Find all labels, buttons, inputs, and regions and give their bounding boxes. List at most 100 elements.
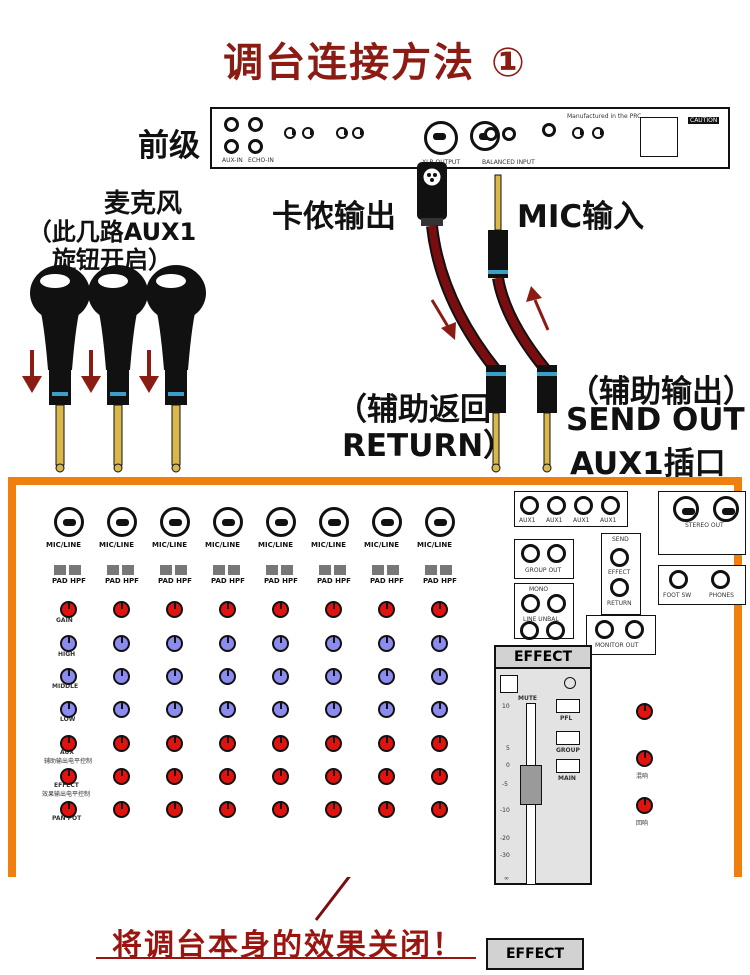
channel-2-effect-knob[interactable]	[113, 768, 130, 785]
channel-8-gain-knob[interactable]	[431, 601, 448, 618]
mute-button[interactable]	[500, 675, 518, 693]
pad-button-3[interactable]	[160, 565, 172, 575]
group-button[interactable]	[556, 731, 580, 745]
channel-1-effect-knob[interactable]	[60, 768, 77, 785]
balanced-input-jack-1[interactable]	[484, 127, 498, 141]
channel-7-middle-knob[interactable]	[378, 668, 395, 685]
line-unbal-jack-2[interactable]	[546, 621, 565, 640]
group-out-jack-2[interactable]	[547, 544, 566, 563]
aux1-jack-4[interactable]	[601, 496, 620, 515]
pfl-button[interactable]	[556, 699, 580, 713]
hpf-button-5[interactable]	[281, 565, 293, 575]
channel-2-input-jack[interactable]	[107, 507, 137, 537]
channel-4-pan-knob[interactable]	[219, 801, 236, 818]
pad-button-1[interactable]	[54, 565, 66, 575]
channel-1-middle-knob[interactable]	[60, 668, 77, 685]
master-knob-1[interactable]	[636, 703, 653, 720]
pad-button-5[interactable]	[266, 565, 278, 575]
aux1-jack-1[interactable]	[520, 496, 539, 515]
preamp-knob-6[interactable]	[592, 127, 604, 139]
phones-jack[interactable]	[711, 570, 730, 589]
channel-3-high-knob[interactable]	[166, 635, 183, 652]
channel-4-effect-knob[interactable]	[219, 768, 236, 785]
group-out-jack-1[interactable]	[521, 544, 540, 563]
channel-8-effect-knob[interactable]	[431, 768, 448, 785]
mono-jack-1[interactable]	[521, 594, 540, 613]
hpf-button-6[interactable]	[334, 565, 346, 575]
channel-6-aux-knob[interactable]	[325, 735, 342, 752]
channel-6-effect-knob[interactable]	[325, 768, 342, 785]
pad-button-4[interactable]	[213, 565, 225, 575]
channel-3-aux-knob[interactable]	[166, 735, 183, 752]
channel-4-low-knob[interactable]	[219, 701, 236, 718]
channel-4-gain-knob[interactable]	[219, 601, 236, 618]
channel-1-input-jack[interactable]	[54, 507, 84, 537]
preamp-knob-3[interactable]	[336, 127, 348, 139]
channel-8-high-knob[interactable]	[431, 635, 448, 652]
channel-4-high-knob[interactable]	[219, 635, 236, 652]
channel-6-pan-knob[interactable]	[325, 801, 342, 818]
preamp-knob-2[interactable]	[302, 127, 314, 139]
aux-in-jack-2[interactable]	[224, 139, 239, 154]
channel-4-aux-knob[interactable]	[219, 735, 236, 752]
channel-8-low-knob[interactable]	[431, 701, 448, 718]
channel-7-gain-knob[interactable]	[378, 601, 395, 618]
channel-6-gain-knob[interactable]	[325, 601, 342, 618]
channel-2-pan-knob[interactable]	[113, 801, 130, 818]
channel-2-middle-knob[interactable]	[113, 668, 130, 685]
channel-3-effect-knob[interactable]	[166, 768, 183, 785]
channel-8-input-jack[interactable]	[425, 507, 455, 537]
channel-2-aux-knob[interactable]	[113, 735, 130, 752]
preamp-xlr-output-jack[interactable]	[424, 121, 458, 155]
hpf-button-7[interactable]	[387, 565, 399, 575]
master-knob-2[interactable]	[636, 750, 653, 767]
channel-5-gain-knob[interactable]	[272, 601, 289, 618]
hpf-button-4[interactable]	[228, 565, 240, 575]
preamp-knob-1[interactable]	[284, 127, 296, 139]
channel-3-pan-knob[interactable]	[166, 801, 183, 818]
monitor-out-jack-1[interactable]	[595, 620, 614, 639]
main-button[interactable]	[556, 759, 580, 773]
channel-8-aux-knob[interactable]	[431, 735, 448, 752]
pad-button-8[interactable]	[425, 565, 437, 575]
monitor-out-jack-2[interactable]	[625, 620, 644, 639]
channel-6-input-jack[interactable]	[319, 507, 349, 537]
pad-button-6[interactable]	[319, 565, 331, 575]
return-jack[interactable]	[610, 578, 629, 597]
master-knob-3[interactable]	[636, 797, 653, 814]
channel-6-high-knob[interactable]	[325, 635, 342, 652]
preamp-knob-4[interactable]	[352, 127, 364, 139]
preamp-knob-5[interactable]	[572, 127, 584, 139]
preamp-jack-5[interactable]	[542, 123, 556, 137]
channel-3-middle-knob[interactable]	[166, 668, 183, 685]
channel-7-effect-knob[interactable]	[378, 768, 395, 785]
channel-7-input-jack[interactable]	[372, 507, 402, 537]
channel-5-pan-knob[interactable]	[272, 801, 289, 818]
channel-2-high-knob[interactable]	[113, 635, 130, 652]
channel-7-pan-knob[interactable]	[378, 801, 395, 818]
channel-3-gain-knob[interactable]	[166, 601, 183, 618]
aux1-jack-3[interactable]	[574, 496, 593, 515]
channel-8-middle-knob[interactable]	[431, 668, 448, 685]
channel-3-input-jack[interactable]	[160, 507, 190, 537]
channel-1-low-knob[interactable]	[60, 701, 77, 718]
hpf-button-1[interactable]	[69, 565, 81, 575]
channel-5-aux-knob[interactable]	[272, 735, 289, 752]
channel-1-aux-knob[interactable]	[60, 735, 77, 752]
pad-button-2[interactable]	[107, 565, 119, 575]
channel-6-middle-knob[interactable]	[325, 668, 342, 685]
mono-jack-2[interactable]	[547, 594, 566, 613]
channel-5-input-jack[interactable]	[266, 507, 296, 537]
channel-7-aux-knob[interactable]	[378, 735, 395, 752]
aux1-jack-2[interactable]	[547, 496, 566, 515]
effect-fader-handle[interactable]	[520, 765, 542, 805]
pad-button-7[interactable]	[372, 565, 384, 575]
foot-sw-jack[interactable]	[669, 570, 688, 589]
channel-7-low-knob[interactable]	[378, 701, 395, 718]
hpf-button-3[interactable]	[175, 565, 187, 575]
channel-1-pan-knob[interactable]	[60, 801, 77, 818]
balanced-input-jack-2[interactable]	[502, 127, 516, 141]
aux-in-jack-1[interactable]	[224, 117, 239, 132]
channel-7-high-knob[interactable]	[378, 635, 395, 652]
echo-in-jack-2[interactable]	[248, 139, 263, 154]
